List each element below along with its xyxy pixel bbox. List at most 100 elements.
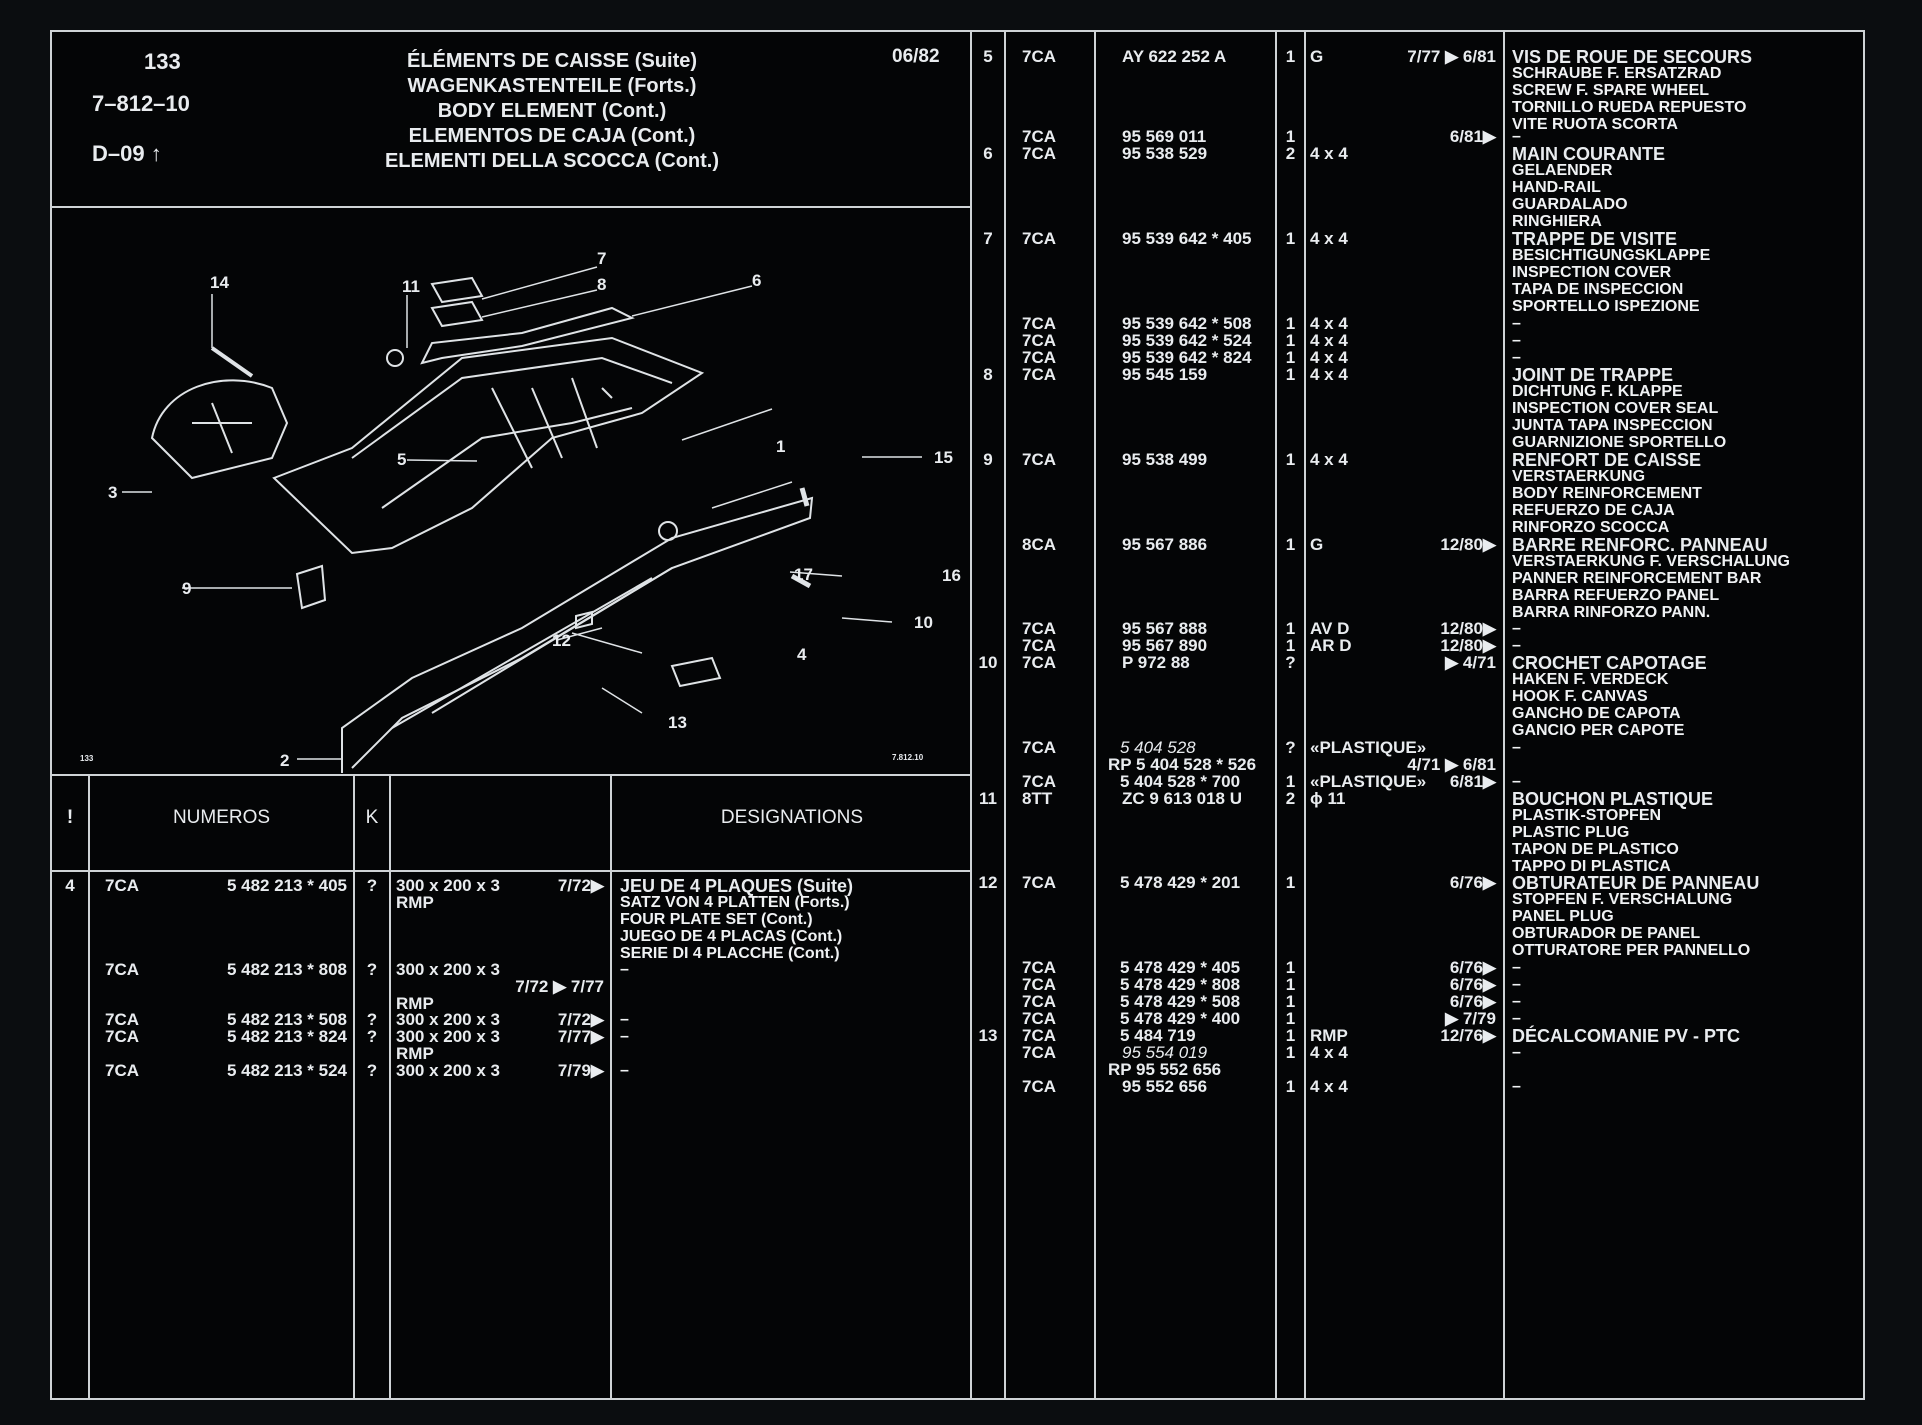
right-row-designation: TRAPPE DE VISITE: [1512, 229, 1678, 249]
right-row-designation: –: [1512, 620, 1521, 637]
right-row-designation: –: [1512, 349, 1521, 366]
right-row-spec: 4 x 4: [1310, 365, 1348, 384]
parts-catalog-sheet: 133 7–812–10 D–09 ↑ 06/82 ÉLÉMENTS DE CA…: [50, 30, 1865, 1400]
left-row-designation: SERIE DI 4 PLACCHE (Cont.): [620, 945, 840, 962]
plate-part: [670, 656, 722, 688]
left-row-date: 7/79▶: [557, 1061, 604, 1080]
left-row-date: 7/72▶: [557, 1010, 604, 1029]
right-row-designation: DÉCALCOMANIE PV - PTC: [1512, 1026, 1741, 1046]
right-row-designation: –: [1512, 1010, 1521, 1027]
right-row-designation: JUNTA TAPA INSPECCION: [1512, 417, 1713, 434]
right-row-code: 7CA: [1022, 738, 1057, 757]
right-row-item: 5: [983, 47, 993, 66]
exploded-parts-diagram: 1 2 3 4 5 6 7 8 9 10 11 12 13 14 15 16 1…: [80, 249, 961, 773]
right-row-number: 95 567 888: [1122, 619, 1208, 638]
revision-date: 06/82: [892, 46, 940, 67]
right-row-code: 7CA: [1022, 619, 1057, 638]
right-row-designation: GUARNIZIONE SPORTELLO: [1512, 434, 1727, 451]
inspection-cover-part: [430, 276, 484, 304]
callout-9: 9: [182, 579, 191, 598]
right-row-spec: ϕ 11: [1310, 789, 1346, 808]
left-row-code: 7CA: [104, 1010, 139, 1029]
wheel-arch-part: [150, 379, 289, 480]
hook-part: [210, 346, 254, 378]
divider-qty-col: [1304, 32, 1306, 1398]
callout-5: 5: [397, 450, 406, 469]
right-row-date: 12/80▶: [1440, 619, 1496, 638]
right-row-spec: G: [1310, 535, 1324, 554]
right-row-designation: VERSTAERKUNG: [1512, 468, 1646, 485]
divider-left-item-col: [88, 774, 90, 1398]
right-row-qty: 1: [1285, 229, 1296, 248]
right-row-designation: HAND-RAIL: [1512, 179, 1601, 196]
right-row-code: 8TT: [1022, 789, 1053, 808]
left-row-item: 4: [65, 876, 75, 895]
right-row-designation: SPORTELLO ISPEZIONE: [1512, 298, 1700, 315]
right-row-spec: 4 x 4: [1310, 348, 1348, 367]
right-row-spec: 4 x 4: [1310, 450, 1348, 469]
floor-tub-part: [272, 336, 705, 555]
right-row-designation: RINFORZO SCOCCA: [1512, 519, 1670, 536]
right-row-qty: 1: [1285, 348, 1296, 367]
right-row-designation: GELAENDER: [1512, 162, 1613, 179]
plastic-plug-part: [386, 349, 404, 367]
column-header-divider: [52, 870, 972, 872]
callout-1: 1: [776, 437, 785, 456]
right-row-spec: G: [1310, 47, 1324, 66]
right-row-date: 6/81▶: [1449, 127, 1496, 146]
col-header-k: K: [365, 807, 379, 828]
right-row-date: 6/76▶: [1449, 992, 1496, 1011]
header-divider: [52, 206, 972, 208]
right-row-qty: 2: [1285, 144, 1296, 163]
callout-2: 2: [280, 751, 289, 770]
right-row-item: 8: [983, 365, 993, 384]
callout-17: 17: [794, 565, 813, 584]
section-code: D–09 ↑: [92, 141, 162, 166]
cover-seal-part: [430, 300, 484, 328]
right-row-number: 95 554 019: [1122, 1043, 1208, 1062]
right-row-designation: BESICHTIGUNGSKLAPPE: [1512, 247, 1711, 264]
left-row-number: 5 482 213 * 405: [226, 876, 347, 895]
divider-left-k-col: [389, 774, 391, 1398]
right-row-number: 95 567 890: [1122, 636, 1208, 655]
left-row-date: 7/72▶: [557, 876, 604, 895]
right-row-qty: 1: [1285, 1009, 1296, 1028]
right-row-number: ZC 9 613 018 U: [1122, 789, 1243, 808]
left-row-designation: JUEGO DE 4 PLACAS (Cont.): [620, 928, 843, 945]
right-row-spec: 4 x 4: [1310, 331, 1348, 350]
right-row-item: 12: [978, 873, 998, 892]
right-row-designation: VERSTAERKUNG F. VERSCHALUNG: [1512, 553, 1790, 570]
left-row-designation: SATZ VON 4 PLATTEN (Forts.): [620, 894, 850, 911]
right-row-designation: BARRE RENFORC. PANNEAU: [1512, 535, 1768, 555]
handrail-part: [420, 306, 635, 365]
right-row-code: 7CA: [1022, 992, 1057, 1011]
right-row-code: 7CA: [1022, 127, 1057, 146]
right-row-designation: INSPECTION COVER: [1512, 264, 1672, 281]
right-row-designation: TORNILLO RUEDA REPUESTO: [1512, 99, 1747, 116]
title-it: ELEMENTI DELLA SCOCCA (Cont.): [384, 150, 720, 172]
right-row-code: 7CA: [1022, 958, 1057, 977]
left-row-k: ?: [366, 960, 378, 979]
right-row-designation: BARRA RINFORZO PANN.: [1512, 604, 1711, 621]
right-row-number: P 972 88: [1122, 653, 1190, 672]
left-row-extra: RMP: [396, 893, 434, 912]
right-row-code: 7CA: [1022, 348, 1057, 367]
right-row-designation: –: [1512, 315, 1521, 332]
right-row-number: RP 5 404 528 * 526: [1108, 755, 1257, 774]
col-header-numbers: NUMEROS: [172, 807, 271, 828]
title-es: ELEMENTOS DE CAJA (Cont.): [408, 125, 696, 147]
callout-10: 10: [914, 613, 933, 632]
right-row-code: 7CA: [1022, 144, 1057, 163]
right-row-designation: –: [1512, 128, 1521, 145]
right-row-qty: 1: [1285, 1026, 1296, 1045]
right-row-number: 95 569 011: [1122, 127, 1207, 146]
right-row-number: 5 478 429 * 201: [1120, 873, 1241, 892]
left-row-extra: RMP: [396, 994, 434, 1013]
right-row-code: 7CA: [1022, 1043, 1057, 1062]
right-row-date: 7/77 ▶ 6/81: [1407, 47, 1496, 66]
right-row-number: 95 539 642 * 524: [1122, 331, 1252, 350]
right-row-designation: SCHRAUBE F. ERSATZRAD: [1512, 65, 1722, 82]
right-row-number: 5 478 429 * 508: [1120, 992, 1241, 1011]
right-row-item: 13: [978, 1026, 998, 1045]
right-row-code: 8CA: [1022, 535, 1057, 554]
